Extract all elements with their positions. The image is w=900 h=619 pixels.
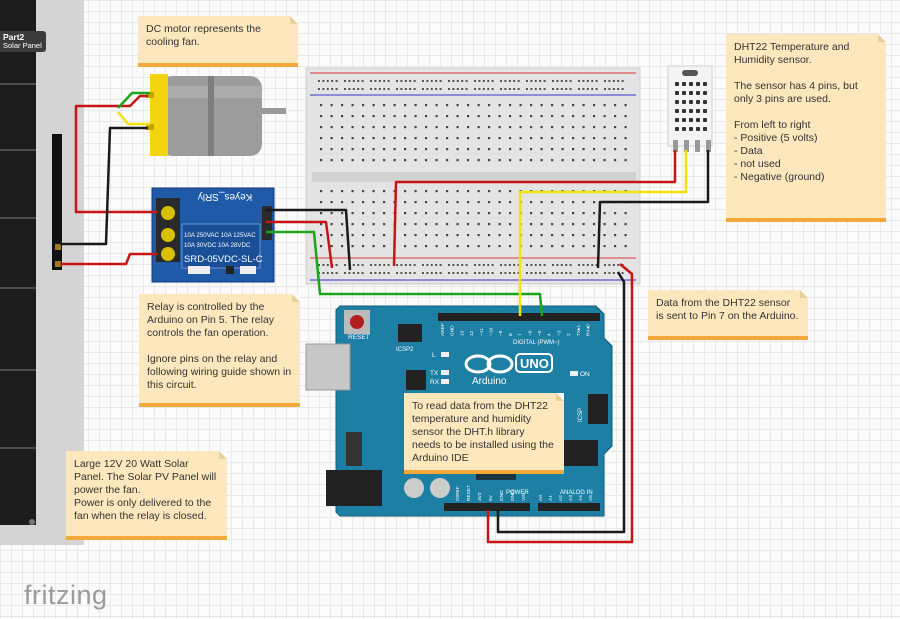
- pin-label: 4: [547, 333, 553, 336]
- pin-label: 2: [566, 333, 572, 336]
- relay-model: SRD-05VDC-SL-C: [184, 254, 263, 265]
- arduino-logo-infinity: [464, 354, 514, 374]
- reset-label: RESET: [348, 334, 370, 341]
- pin-label: RX◂0: [586, 324, 592, 336]
- wires: [60, 91, 710, 544]
- pin-label: 8: [508, 333, 514, 336]
- relay-signal-green-wire[interactable]: [266, 230, 544, 317]
- breadboard-to-5v-red-wire[interactable]: [486, 263, 634, 544]
- motor-to-solar-black-wire[interactable]: [60, 126, 148, 246]
- part-name: Solar Panel: [3, 41, 42, 50]
- icsp-label: ICSP: [578, 408, 584, 422]
- dht-ground-black-wire[interactable]: [596, 150, 710, 269]
- pin-label: 3V3: [477, 492, 483, 501]
- relay-rating-dc: 10A 30VDC 10A 28VDC: [184, 242, 251, 249]
- pin-label: A3: [568, 495, 574, 501]
- uno-label: UNO: [520, 356, 549, 371]
- pin-label: 5V: [488, 494, 494, 501]
- note-solar-text: Large 12V 20 Watt Solar Panel. The Solar…: [74, 458, 217, 522]
- dht22-grill: [675, 82, 707, 131]
- solar-panel[interactable]: [0, 0, 84, 545]
- pin-label: GND: [450, 325, 456, 336]
- dht-data-yellow-wire[interactable]: [518, 150, 688, 316]
- pin-label: VIN: [521, 492, 527, 501]
- note-solar[interactable]: Large 12V 20 Watt Solar Panel. The Solar…: [66, 451, 227, 540]
- relay-to-solar-red-wire[interactable]: [60, 252, 158, 266]
- led-tx-label: TX: [430, 370, 439, 377]
- relay-module[interactable]: Keyes_SRly 10A 250VAC 10A 125VAC 10A 30V…: [151, 187, 275, 283]
- pin-label: 13: [459, 330, 465, 336]
- pin-label: ~11: [479, 328, 485, 336]
- digital-label: DIGITAL (PWM~): [513, 340, 560, 346]
- dht22-sensor[interactable]: [667, 65, 713, 152]
- pin-label: AREF: [440, 323, 446, 336]
- note-relay-text: Relay is controlled by the Arduino on Pi…: [147, 301, 292, 391]
- pin-label: IOREF: [455, 486, 461, 501]
- motor-to-relay-red-wire[interactable]: [74, 94, 158, 214]
- note-data-pin[interactable]: Data from the DHT22 sensor is sent to Pi…: [648, 290, 808, 340]
- pin-label: A2: [558, 495, 564, 501]
- motor-yellow-wire[interactable]: [117, 111, 150, 126]
- pin-label: ~3: [556, 330, 562, 336]
- note-library[interactable]: To read data from the DHT22 temperature …: [404, 393, 564, 474]
- power-label: POWER: [506, 490, 529, 496]
- part-label-badge[interactable]: Part2 Solar Panel: [0, 31, 46, 52]
- pin-label: A1: [548, 495, 554, 501]
- pin-label: 7: [518, 333, 524, 336]
- dht-power-red-wire[interactable]: [392, 150, 677, 267]
- fritzing-logo: fritzing: [24, 580, 108, 610]
- note-dht22[interactable]: DHT22 Temperature and Humidity sensor. T…: [726, 34, 886, 222]
- breadboard-holes: [318, 80, 627, 274]
- part-id: Part2: [3, 32, 25, 42]
- breadboard-to-gnd-black-wire[interactable]: [496, 271, 626, 534]
- pin-label: A5: [588, 495, 594, 501]
- note-relay[interactable]: Relay is controlled by the Arduino on Pi…: [139, 294, 300, 407]
- led-rx-label: RX: [430, 379, 440, 386]
- led-l-label: L: [432, 352, 436, 359]
- note-dht22-text: DHT22 Temperature and Humidity sensor. T…: [734, 41, 858, 183]
- breadboard[interactable]: [305, 67, 641, 285]
- icsp2-label: ICSP2: [396, 347, 414, 353]
- note-motor-text: DC motor represents the cooling fan.: [146, 23, 261, 48]
- pin-label: ~10: [489, 328, 495, 336]
- pin-label: A0: [538, 495, 544, 501]
- relay-rating-ac: 10A 250VAC 10A 125VAC: [184, 232, 256, 239]
- arduino-logo-text: Arduino: [472, 376, 507, 387]
- pin-label: 12: [469, 330, 475, 336]
- pin-label: TX▸1: [576, 324, 582, 336]
- pin-label: GND: [499, 490, 505, 501]
- note-motor[interactable]: DC motor represents the cooling fan.: [138, 16, 298, 67]
- motor-green-wire[interactable]: [117, 91, 150, 109]
- pin-label: A4: [578, 495, 584, 501]
- pin-label: RESET: [466, 485, 472, 501]
- pin-label: ~9: [498, 330, 504, 336]
- pin-label: ~6: [527, 330, 533, 336]
- analog-pin-labels: A0 A1 A2 A3 A4 A5: [538, 495, 594, 501]
- note-library-text: To read data from the DHT22 temperature …: [412, 400, 554, 464]
- note-data-pin-text: Data from the DHT22 sensor is sent to Pi…: [656, 297, 799, 322]
- relay-vcc-red-wire[interactable]: [266, 220, 334, 269]
- power-pin-labels: IOREF RESET 3V3 5V GND GND VIN: [455, 485, 527, 501]
- on-label: ON: [580, 371, 590, 378]
- relay-brand: Keyes_SRly: [198, 191, 252, 202]
- dc-motor[interactable]: [146, 74, 286, 156]
- relay-gnd-black-wire[interactable]: [266, 208, 352, 271]
- pin-label: GND: [510, 490, 516, 501]
- pin-label: ~5: [537, 330, 543, 336]
- analog-label: ANALOG IN: [560, 490, 593, 496]
